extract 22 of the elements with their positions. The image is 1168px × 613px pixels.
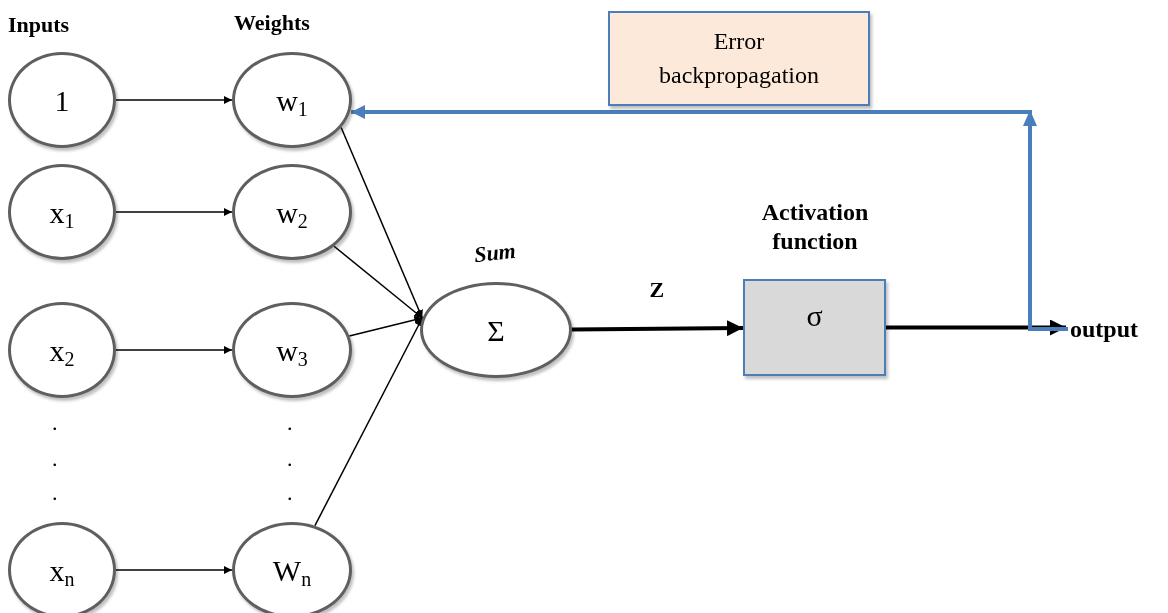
ellipsis-dot: .	[287, 412, 293, 434]
node-ellipse: w$_{1}$	[232, 52, 352, 148]
node-ellipse: x$_{2}$	[8, 302, 116, 398]
node-ellipse: w$_{3}$	[232, 302, 352, 398]
process-box: Error backpropagation	[608, 11, 870, 106]
ellipsis-dot: .	[287, 482, 293, 504]
node-ellipse: W$_{n}$	[232, 522, 352, 613]
ellipsis-dot: .	[52, 482, 58, 504]
activation-box: σ	[743, 279, 886, 376]
sum-ellipse: Σ	[420, 282, 572, 378]
column-heading: Weights	[234, 12, 310, 34]
ellipsis-dot: .	[287, 448, 293, 470]
column-heading: Inputs	[8, 14, 70, 36]
heading-text: Sum	[471, 236, 518, 270]
ellipsis-dot: .	[52, 412, 58, 434]
node-ellipse: 1	[8, 52, 116, 148]
node-ellipse: x$_{n}$	[8, 522, 116, 613]
heading-text: Activation function	[760, 198, 870, 256]
node-ellipse: x$_{1}$	[8, 164, 116, 260]
node-ellipse: w$_{2}$	[232, 164, 352, 260]
output-text: output	[1070, 312, 1166, 346]
ellipsis-dot: .	[52, 448, 58, 470]
